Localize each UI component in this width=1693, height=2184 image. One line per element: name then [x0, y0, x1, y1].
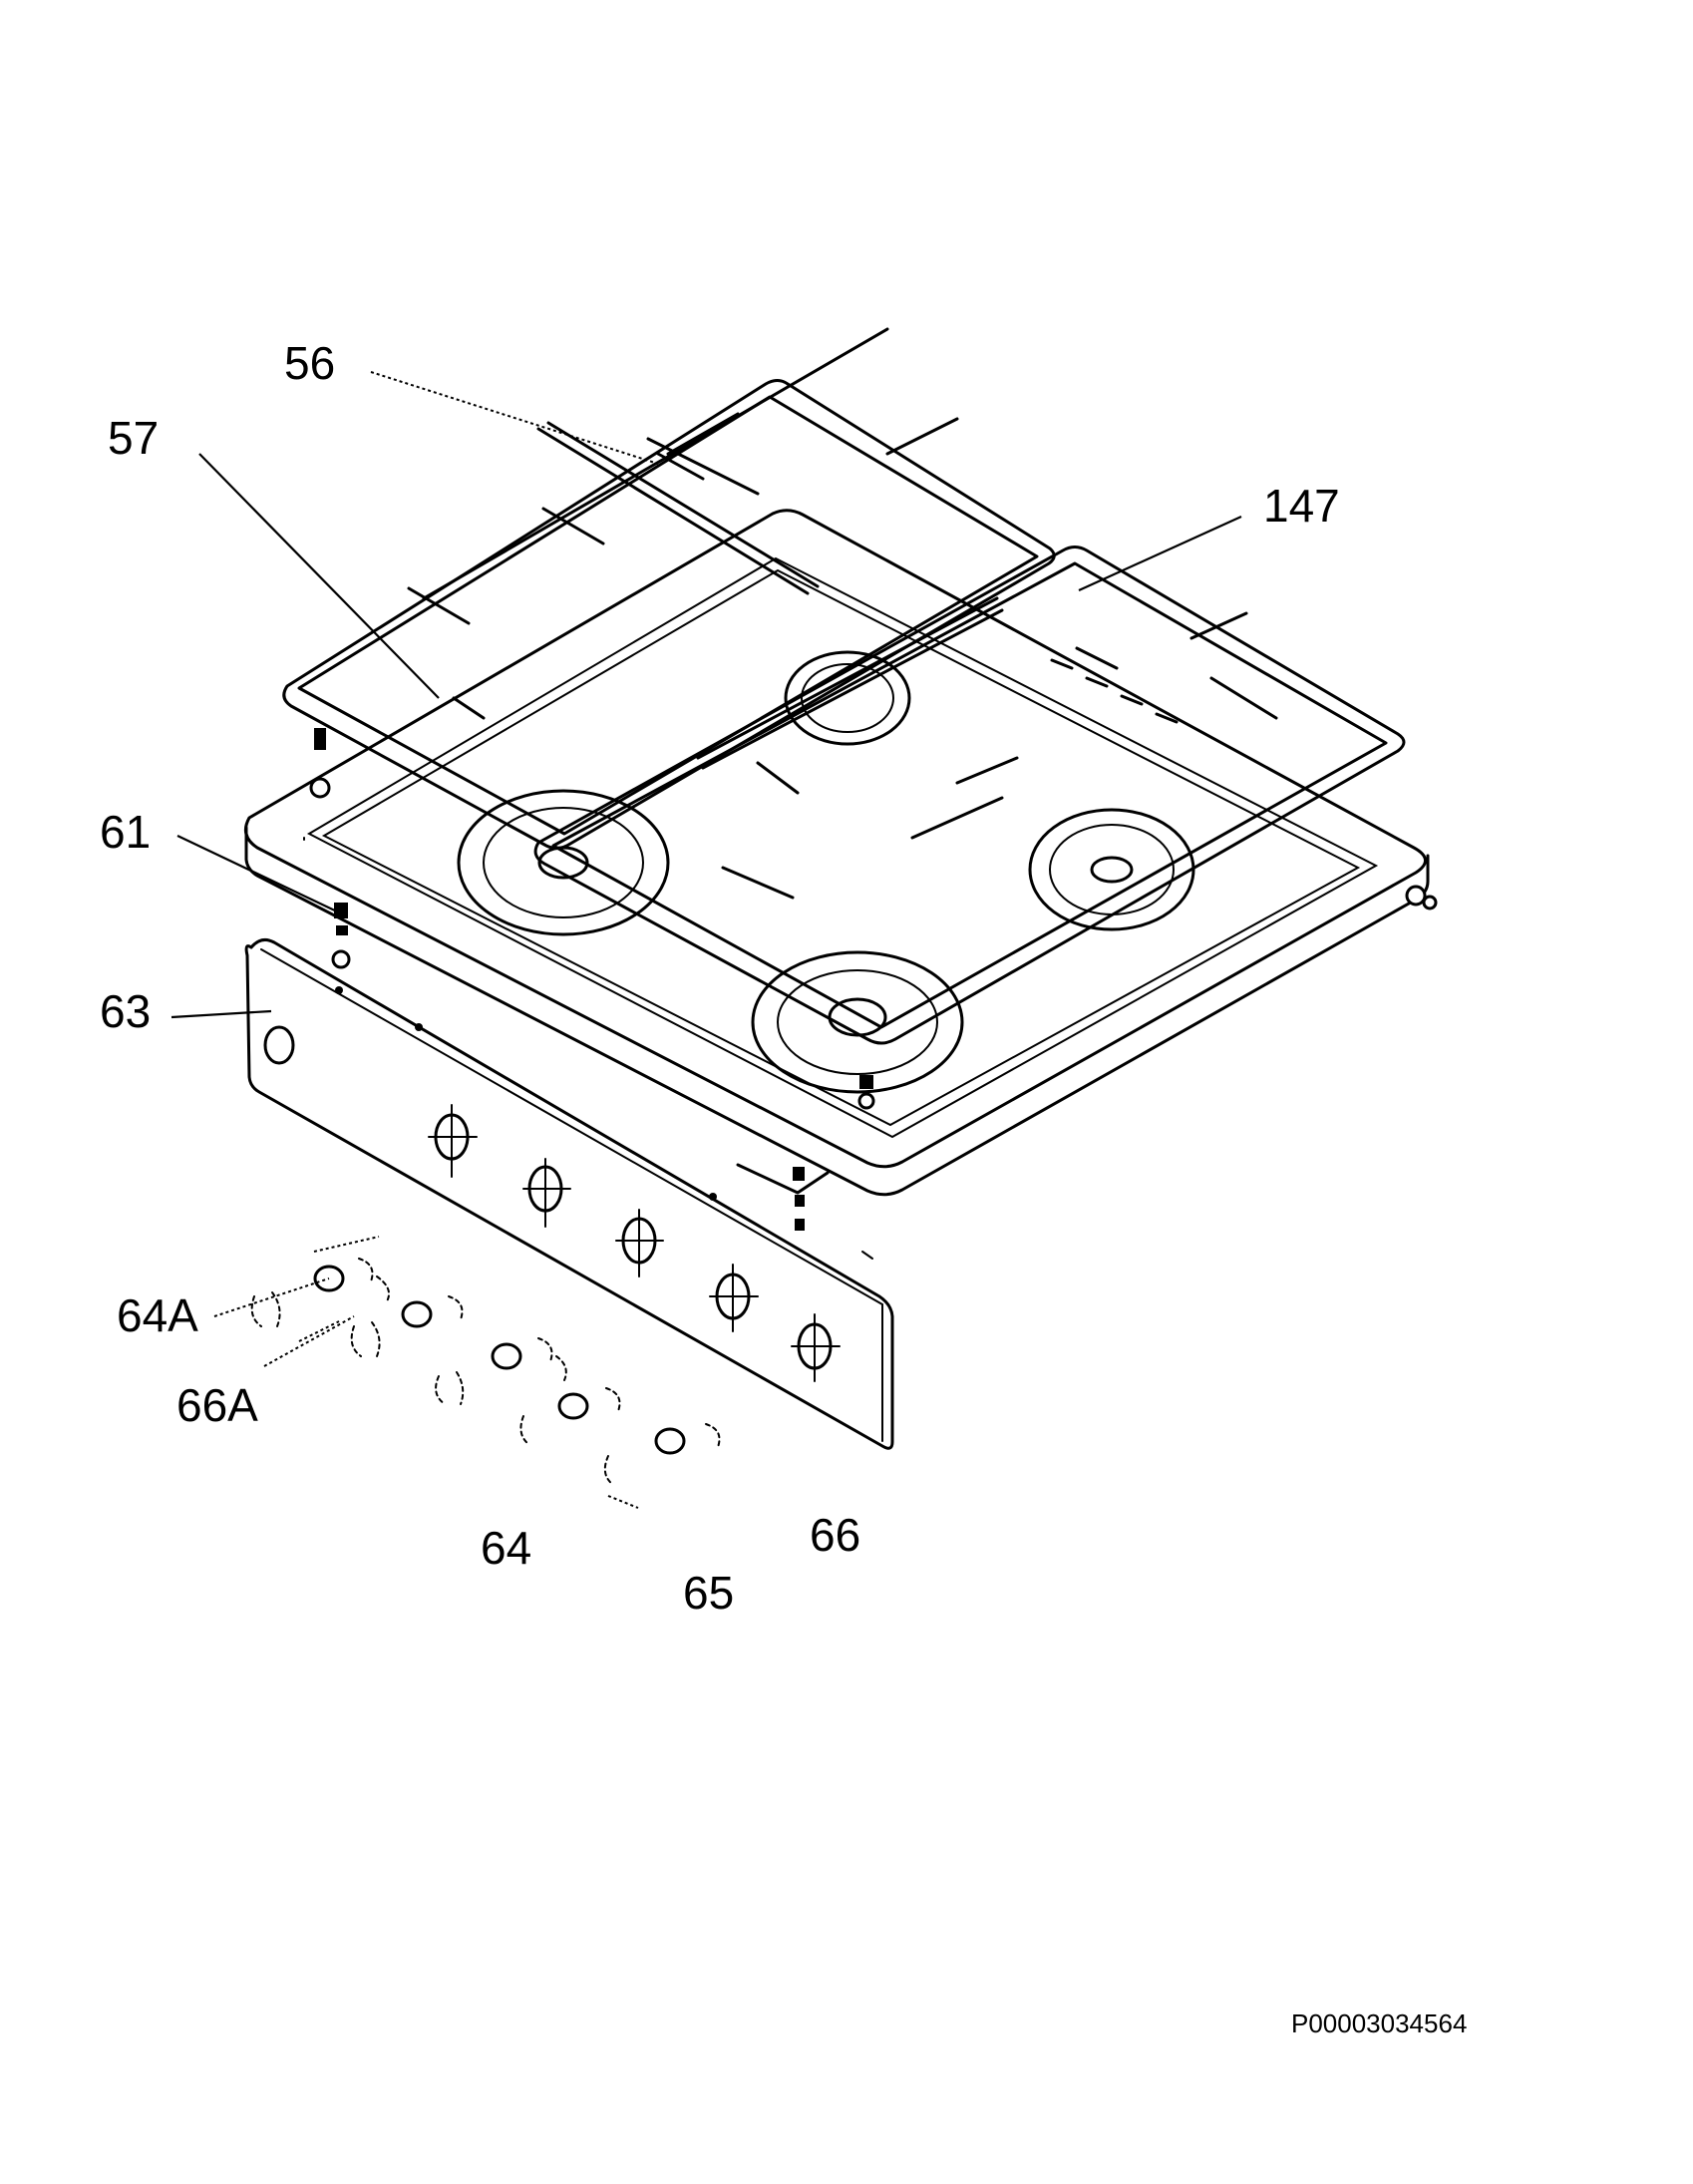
- pan-support-right: [533, 546, 1406, 1045]
- control-panel: [244, 937, 894, 1450]
- leader-64A: [213, 1277, 330, 1317]
- control-knobs: [250, 1236, 721, 1509]
- leader-lines: [170, 371, 1242, 1367]
- callout-147: 147: [1263, 480, 1340, 532]
- callout-66A: 66A: [176, 1379, 258, 1431]
- callout-64A: 64A: [117, 1289, 198, 1341]
- leader-57: [198, 453, 440, 699]
- screw-61: [331, 903, 351, 969]
- knob-hole-3: [615, 1209, 664, 1277]
- leader-61: [176, 835, 340, 913]
- callout-64: 64: [481, 1522, 531, 1574]
- callout-57: 57: [108, 412, 159, 464]
- callout-65: 65: [683, 1567, 734, 1619]
- callout-63: 63: [100, 985, 151, 1037]
- leader-56: [370, 371, 659, 465]
- knob-hole-5: [791, 1313, 841, 1382]
- leader-63: [170, 1009, 272, 1019]
- grate-pins: [309, 728, 1438, 910]
- hob-top-plate: [243, 509, 1430, 1197]
- burners: [457, 650, 1195, 1110]
- document-id: P00003034564: [1291, 2008, 1467, 2038]
- pan-support-left: [282, 327, 1056, 851]
- callout-labels: 56 57 147 61 63 64A 66A 64 65 66: [100, 337, 1340, 1619]
- callout-66: 66: [810, 1509, 860, 1561]
- callout-61: 61: [100, 806, 151, 858]
- knob-hole-2: [522, 1158, 571, 1228]
- knob-hole-4: [709, 1264, 759, 1332]
- leader-147: [1078, 515, 1242, 592]
- callout-56: 56: [284, 337, 335, 389]
- knob-hole-1: [428, 1104, 478, 1178]
- leader-66A: [263, 1315, 355, 1367]
